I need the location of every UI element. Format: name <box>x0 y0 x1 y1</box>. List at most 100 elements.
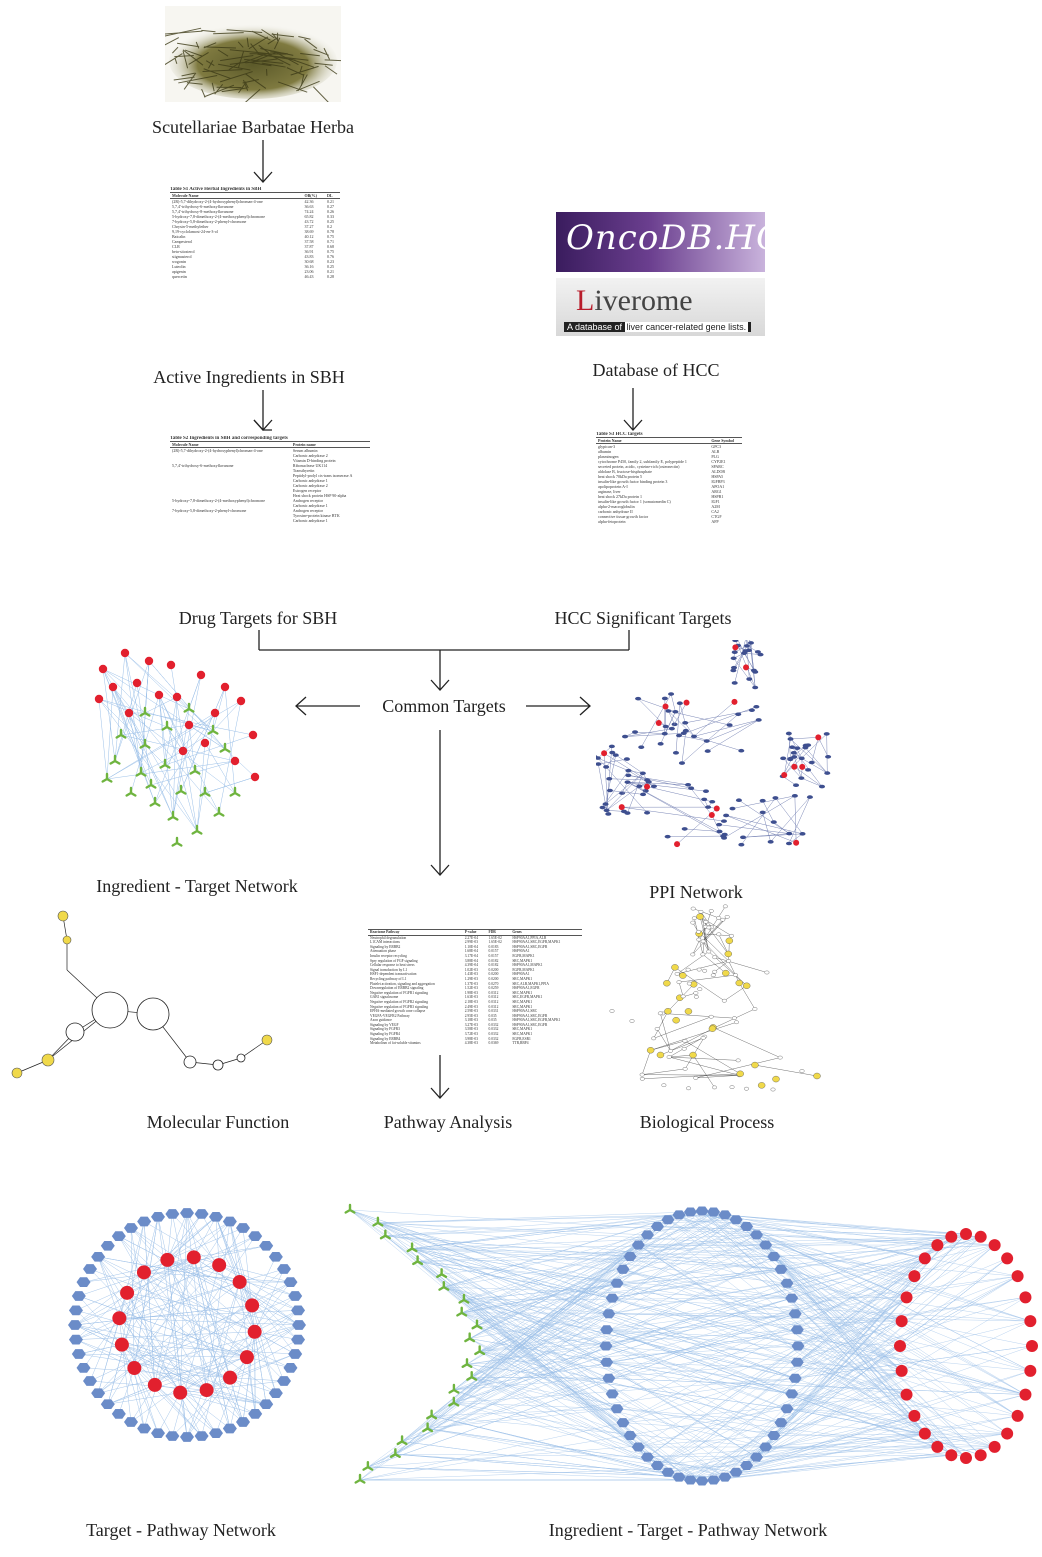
target-node <box>683 1475 697 1485</box>
ingredient-node <box>189 764 201 775</box>
ppi-node <box>825 754 832 759</box>
ppi-hub-node <box>713 805 720 812</box>
table-cell: 0.0200 <box>488 976 499 981</box>
itp-edge <box>724 1433 925 1478</box>
ppi-edge <box>726 815 797 843</box>
network-edge <box>148 660 226 750</box>
ppi-node <box>612 753 619 757</box>
ppi-node <box>603 765 610 769</box>
table-cell: EGFR,MAPK1 <box>512 967 535 972</box>
table-cell: 43.83 <box>304 254 314 259</box>
itp-edge <box>417 1244 766 1262</box>
pathway-node <box>900 1291 913 1304</box>
itp-edge <box>638 1244 925 1434</box>
itp-edge <box>412 1248 799 1347</box>
ingredient-target-network <box>94 648 260 847</box>
ppi-node <box>806 795 813 799</box>
tp-edge <box>98 1256 255 1332</box>
ppi-hub-node <box>799 763 806 770</box>
network-edge <box>172 696 178 818</box>
herb-stem <box>237 41 244 48</box>
tp-edge <box>75 1281 240 1340</box>
tp-edge <box>75 1257 194 1311</box>
table-cell: 0.23 <box>326 259 334 264</box>
bp-node <box>609 1009 615 1013</box>
table-row: Carbonic anhydrase 2 <box>170 483 370 488</box>
network-edge <box>102 668 116 762</box>
bp-node <box>700 939 706 944</box>
pathway-node <box>165 1209 180 1219</box>
bp-node <box>646 1047 655 1054</box>
table-cell: Campesterol <box>172 239 193 244</box>
table-row: Carbonic anhydrase 2 <box>170 453 370 458</box>
network-edge <box>140 750 184 774</box>
itp-edge <box>622 1394 907 1423</box>
table-cell: Androgen receptor <box>292 498 324 503</box>
ppi-node <box>676 733 683 738</box>
itp-edge <box>417 1261 618 1284</box>
ppi-edge <box>602 770 629 808</box>
tp-edge <box>75 1310 247 1358</box>
itp-edge <box>756 1234 938 1246</box>
ppi-node <box>623 757 630 761</box>
itp-edge <box>746 1226 1031 1322</box>
mf-highlight-node <box>57 910 69 922</box>
ppi-edge <box>706 714 739 742</box>
target-node <box>661 1215 675 1225</box>
mf-highlight-node <box>261 1034 273 1046</box>
itp-edge <box>746 1433 925 1466</box>
table-cell: Transthyretin <box>292 468 315 473</box>
network-edge <box>166 726 184 752</box>
itp-edge <box>765 1446 952 1456</box>
tp-edge <box>78 1257 194 1297</box>
ppi-node <box>746 677 753 681</box>
ppi-hub-node <box>618 804 625 811</box>
table-cell: apolipoprotein A-I <box>598 484 628 489</box>
molecular-function-graph <box>11 910 273 1079</box>
itp-edge <box>756 1234 995 1246</box>
ppi-edge <box>826 733 828 774</box>
ppi-node <box>603 808 610 813</box>
table-cell: Luteolin <box>172 264 186 269</box>
table-cell: Signaling by FGFR3 <box>370 1027 400 1032</box>
table-cell: (2R)-5,7-dihydroxy-2-(4-hydroxyphenyl)ch… <box>172 199 263 204</box>
ppi-node <box>772 796 779 800</box>
tp-edge <box>229 1221 253 1306</box>
ppi-edge <box>621 806 724 822</box>
table-cell: 5,7,4'-trihydroxy-8-methoxyflavanone <box>172 209 234 214</box>
column-header: Reactome Pathway <box>368 929 463 936</box>
itp-edge <box>773 1433 1008 1436</box>
ingredient-node <box>139 738 151 749</box>
bp-edge <box>698 931 729 962</box>
table-cell: 0.0369 <box>488 1041 499 1046</box>
ppi-edge <box>627 781 706 792</box>
tp-edge <box>98 1281 240 1394</box>
table-cell: Androgen receptor <box>292 508 324 513</box>
ppi-edge <box>609 790 644 795</box>
table-cell: 0.0332 <box>488 1022 499 1027</box>
target-node <box>774 1418 788 1428</box>
ppi-edge <box>793 756 802 779</box>
bp-node <box>685 967 691 972</box>
pathway-node <box>100 1399 115 1410</box>
itp-edge <box>638 1244 967 1459</box>
bp-node <box>706 925 712 930</box>
table-cell: 0.75 <box>326 234 334 239</box>
liverome-logo: Liverome A database of liver cancer-rela… <box>556 278 765 336</box>
table-cell: SRC,MAPK1 <box>512 999 533 1004</box>
table-cell: 1.63E-03 <box>464 995 478 1000</box>
table-cell: albumin <box>598 449 612 454</box>
network-edge <box>102 668 146 714</box>
itp-edge <box>463 1299 766 1448</box>
table-cell: cytochrome P450, family 2, subfamily E, … <box>598 459 687 464</box>
itp-edge <box>791 1297 1033 1347</box>
itp-edge <box>471 1234 757 1378</box>
tp-edge <box>119 1318 244 1423</box>
pathway-node <box>222 1216 237 1227</box>
pathway-node <box>91 1388 106 1399</box>
ingredient-node <box>458 1293 470 1304</box>
ppi-edge <box>678 735 707 742</box>
itp-edge <box>735 1297 1026 1473</box>
tp-edge <box>98 1256 248 1358</box>
